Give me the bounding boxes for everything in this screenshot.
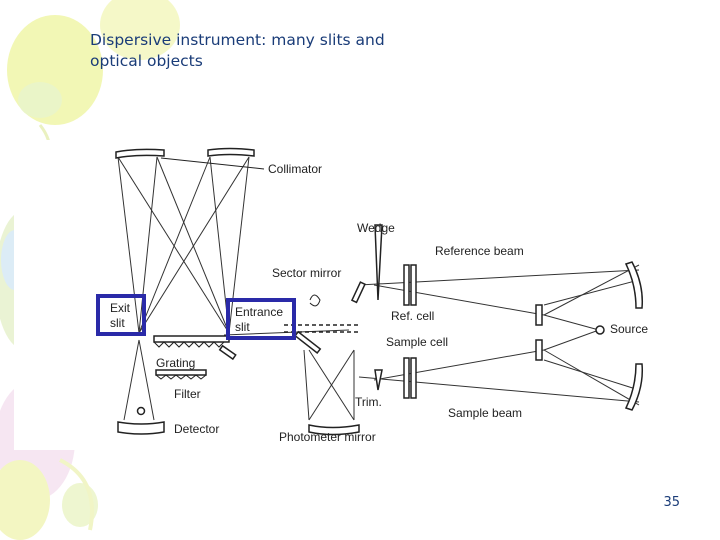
reference-cell-window-left [403, 264, 410, 306]
source-mirror-small-top [535, 304, 543, 326]
label-source: Source [610, 322, 648, 336]
sample-cell-window-right [410, 357, 417, 399]
label-photometer-mirror: Photometer mirror [279, 430, 376, 444]
photometer-flat-mirror [294, 330, 322, 355]
exit-slit-highlight [96, 294, 146, 336]
label-wedge: Wedge [357, 221, 395, 235]
source-mirror-top [624, 261, 644, 309]
source-mirror-small-bottom [535, 339, 543, 361]
collimator-mirror-left [115, 148, 165, 159]
reference-cell-window-right [410, 264, 417, 306]
label-ref-cell: Ref. cell [391, 309, 434, 323]
label-grating: Grating [156, 356, 195, 370]
sample-cell-window-left [403, 357, 410, 399]
label-sample-beam: Sample beam [448, 406, 522, 420]
rotation-arrow-icon [309, 294, 321, 307]
label-sample-cell: Sample cell [386, 335, 448, 349]
source-mirror-bottom [624, 363, 644, 411]
source [595, 325, 605, 335]
label-exit-slit-line-2: slit [110, 316, 125, 330]
label-exit-slit-line-1: Exit [110, 301, 131, 315]
slide-number: 35 [663, 495, 680, 510]
label-collimator: Collimator [268, 162, 322, 176]
trim [374, 369, 383, 391]
label-entrance-slit-line-1: Entrance [235, 305, 283, 319]
slide-title-line-1: Dispersive instrument: many slits and [90, 31, 385, 49]
label-reference-beam: Reference beam [435, 244, 524, 258]
label-detector: Detector [174, 422, 219, 436]
collimator-mirror-right [207, 147, 255, 157]
sector-mirror [350, 281, 366, 304]
grating [153, 335, 230, 343]
label-sector-mirror: Sector mirror [272, 266, 341, 280]
optical-components [115, 147, 644, 436]
filter [155, 369, 207, 376]
label-trim: Trim. [355, 395, 382, 409]
entrance-flat-mirror [218, 344, 237, 361]
wedge [374, 224, 383, 301]
slide-title-line-2: optical objects [90, 52, 203, 70]
spectrometer-diagram: Collimator Wedge Reference beam Sector m… [14, 140, 654, 450]
detector [117, 421, 165, 435]
entrance-slit-highlight [226, 298, 296, 340]
label-filter: Filter [174, 387, 201, 401]
label-entrance-slit-line-2: slit [235, 320, 250, 334]
collimator-pointer [160, 157, 265, 170]
detector-lens [136, 406, 146, 416]
photometer-mirror [308, 424, 360, 436]
slide-title: Dispersive instrument: many slits and op… [90, 30, 420, 72]
